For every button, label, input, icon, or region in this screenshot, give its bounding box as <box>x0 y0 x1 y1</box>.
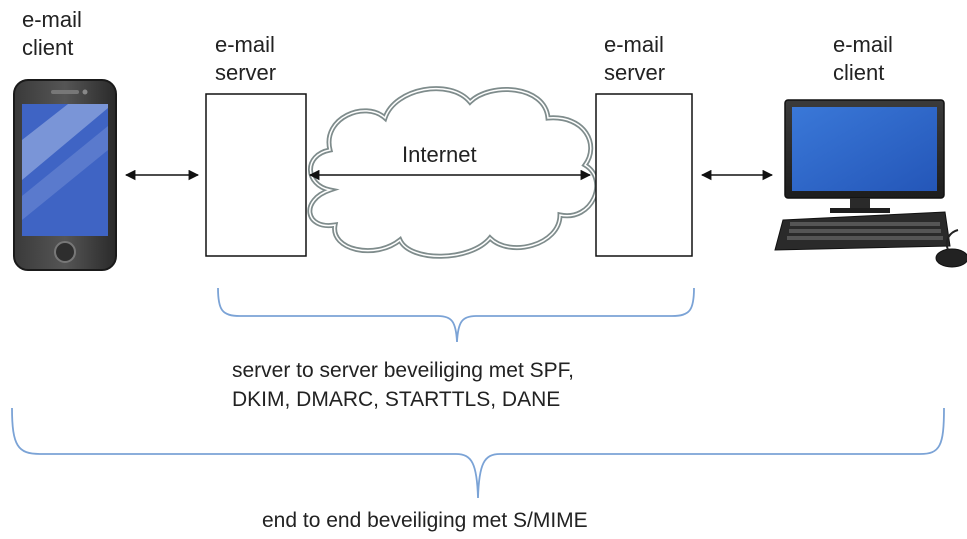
server-to-server-brace <box>217 287 695 343</box>
left-client-label: e-mail client <box>22 6 82 62</box>
right-client-label-line2: client <box>833 60 885 85</box>
smartphone-icon <box>13 79 117 271</box>
left-server-box <box>205 93 307 257</box>
left-client-label-line2: client <box>22 35 74 60</box>
server-security-caption: server to server beveiliging met SPF, DK… <box>232 356 574 414</box>
desktop-computer-icon <box>774 99 967 268</box>
right-server-box <box>595 93 693 257</box>
internet-label: Internet <box>402 142 477 167</box>
end-to-end-brace <box>11 407 945 499</box>
right-client-label: e-mail client <box>833 31 893 87</box>
right-server-label-line2: server <box>604 60 666 85</box>
server-security-caption-line1: server to server beveiliging met SPF, <box>232 359 574 382</box>
server-security-caption-line2: DKIM, DMARC, STARTTLS, DANE <box>232 388 561 411</box>
end-to-end-caption: end to end beveiliging met S/MIME <box>262 509 588 532</box>
right-server-label-line1: e-mail <box>604 32 664 57</box>
left-client-label-line1: e-mail <box>22 7 82 32</box>
left-server-label: e-mail server <box>215 31 276 87</box>
internet-cloud-icon <box>307 86 600 259</box>
right-client-label-line1: e-mail <box>833 32 893 57</box>
left-server-label-line1: e-mail <box>215 32 275 57</box>
right-server-label: e-mail server <box>604 31 665 87</box>
left-server-label-line2: server <box>215 60 277 85</box>
